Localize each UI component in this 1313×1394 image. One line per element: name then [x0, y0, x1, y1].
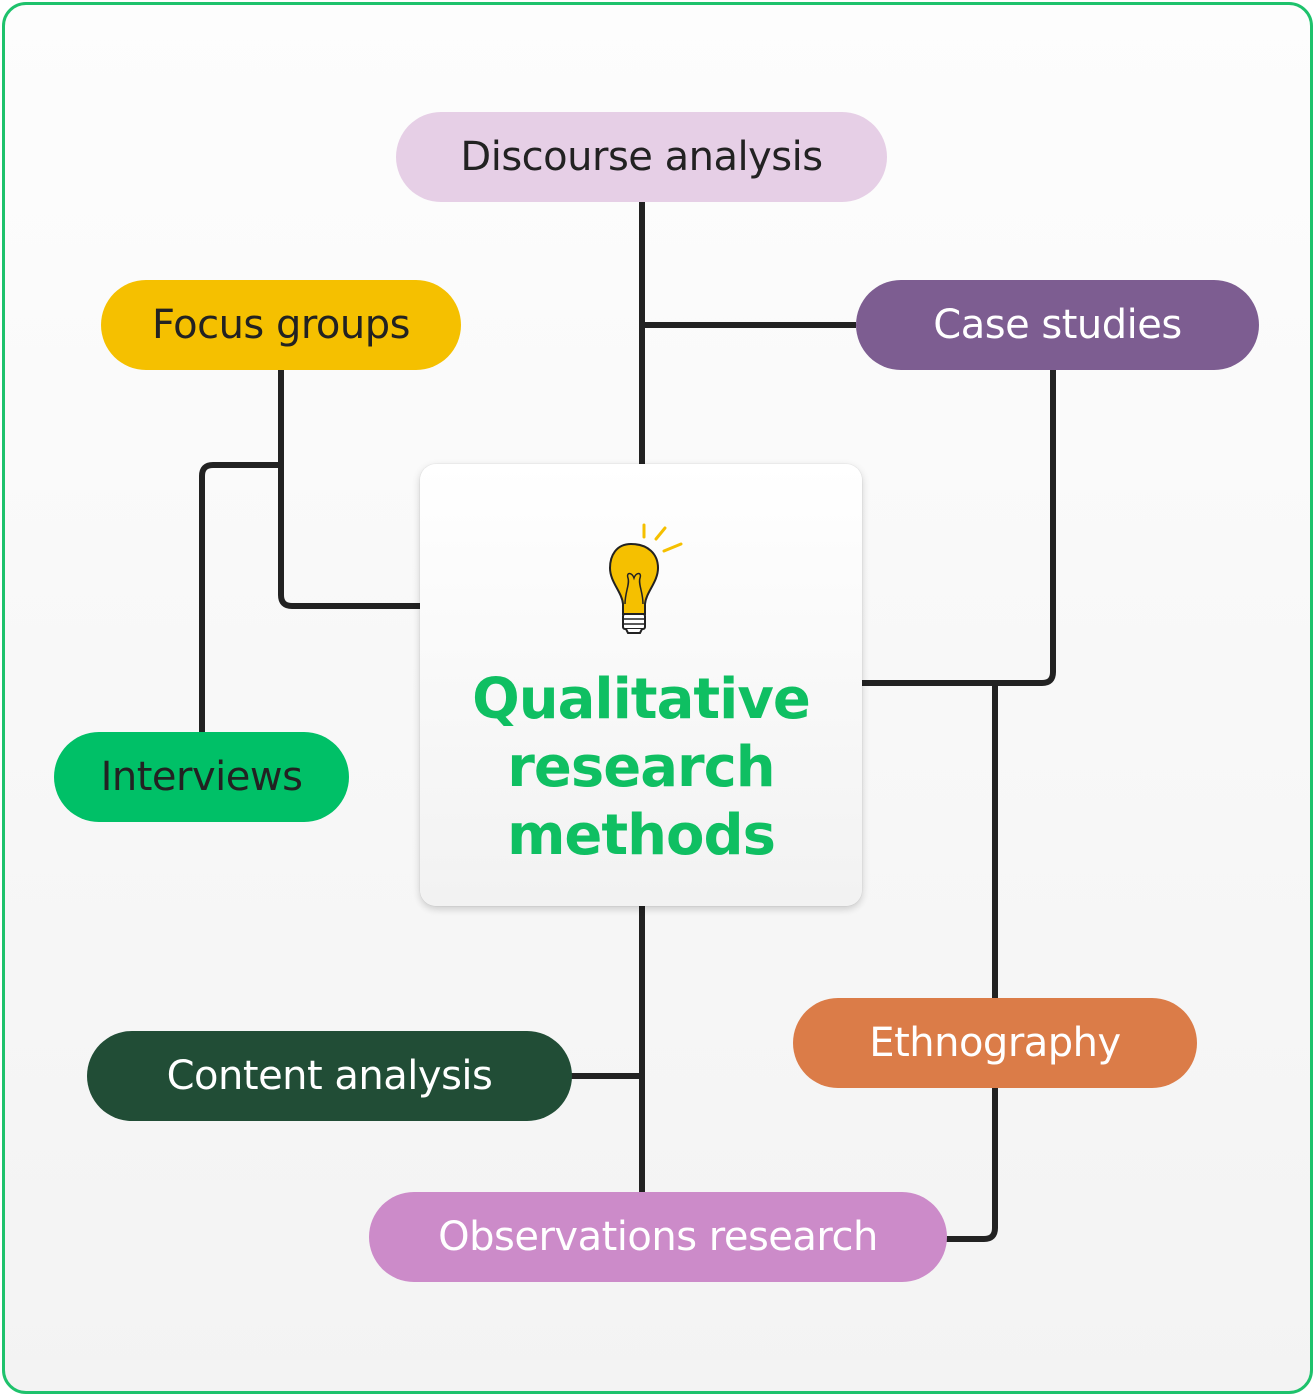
- pill-label: Ethnography: [869, 1020, 1121, 1066]
- pill-focus-groups: Focus groups: [101, 280, 461, 370]
- central-topic-card: Qualitative research methods: [420, 464, 862, 906]
- central-topic-title: Qualitative research methods: [420, 666, 862, 870]
- connector-observations: [946, 1086, 998, 1242]
- pill-label: Interviews: [100, 754, 303, 800]
- pill-label: Case studies: [933, 302, 1182, 348]
- pill-label: Observations research: [438, 1214, 878, 1260]
- connector-case-to-center: [862, 370, 1056, 686]
- lightbulb-icon: [608, 523, 683, 634]
- central-topic-line: Qualitative: [472, 667, 811, 732]
- central-topic-line: research: [507, 735, 775, 800]
- pill-label: Content analysis: [166, 1053, 493, 1099]
- connector-interviews: [199, 462, 281, 732]
- pill-observations-research: Observations research: [369, 1192, 947, 1282]
- central-topic-line: methods: [507, 803, 776, 868]
- pill-case-studies: Case studies: [856, 280, 1259, 370]
- pill-content-analysis: Content analysis: [87, 1031, 572, 1121]
- pill-discourse-analysis: Discourse analysis: [396, 112, 887, 202]
- pill-ethnography: Ethnography: [793, 998, 1197, 1088]
- pill-label: Focus groups: [152, 302, 410, 348]
- connector-focus-groups: [278, 370, 420, 609]
- pill-interviews: Interviews: [54, 732, 349, 822]
- pill-label: Discourse analysis: [460, 134, 823, 180]
